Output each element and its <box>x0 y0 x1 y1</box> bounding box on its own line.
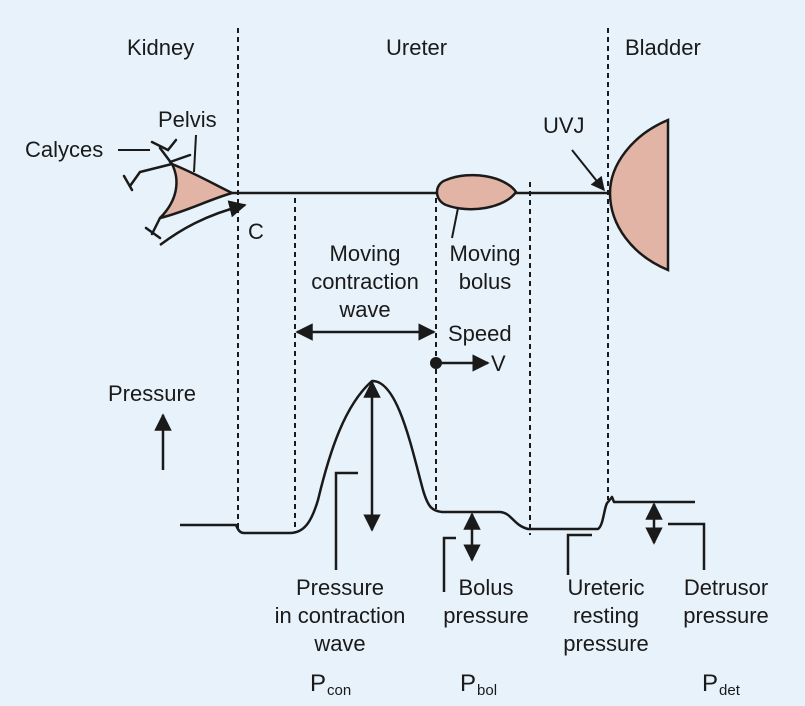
contraction-pressure-line1: Pressure <box>295 575 385 600</box>
bolus-pressure-label: Bolus pressure <box>432 574 540 630</box>
p-con-subscript: con <box>327 682 352 699</box>
region-ureter-label: Ureter <box>386 35 448 60</box>
uvj-leader <box>571 149 605 192</box>
c-label: C <box>248 219 264 244</box>
resting-pressure-line1: Ureteric <box>567 575 645 600</box>
pelvis-label: Pelvis <box>158 107 217 132</box>
calyces-branches <box>122 138 192 240</box>
bolus-shape <box>435 173 518 211</box>
resting-pressure-leader <box>566 533 592 575</box>
detrusor-pressure-leader <box>668 522 706 570</box>
speed-label: Speed <box>448 321 512 346</box>
contraction-pressure-label: Pressure in contraction wave <box>260 574 420 658</box>
moving-bolus-leader <box>451 207 459 239</box>
bolus-label-line1: Moving <box>449 241 521 266</box>
contraction-label-line3: wave <box>339 297 391 322</box>
p-bol-subscript: bol <box>477 682 498 699</box>
p-det-subscript: det <box>719 682 740 699</box>
contraction-label-line1: Moving <box>329 241 401 266</box>
region-kidney-label: Kidney <box>127 35 195 60</box>
p-con-base: P <box>310 670 327 697</box>
pressure-axis-label: Pressure <box>108 381 197 406</box>
pressure-trace <box>180 379 695 535</box>
region-bladder-label: Bladder <box>625 35 701 60</box>
uvj-label: UVJ <box>543 113 585 138</box>
detrusor-pressure-line1: Detrusor <box>683 575 769 600</box>
pelvis-leader <box>193 134 197 173</box>
speed-symbol: V <box>491 351 506 376</box>
moving-bolus-label: Moving bolus <box>440 240 530 296</box>
resting-pressure-line3: pressure <box>563 631 649 656</box>
p-det-base: P <box>702 670 719 697</box>
resting-pressure-line2: resting <box>572 603 640 628</box>
p-con-symbol: Pcon <box>310 670 351 705</box>
detrusor-pressure-label: Detrusor pressure <box>672 574 780 630</box>
resting-pressure-label: Ureteric resting pressure <box>548 574 664 658</box>
contraction-label-line2: contraction <box>311 269 419 294</box>
bolus-pressure-leader <box>442 536 456 592</box>
contraction-pressure-leader <box>334 471 358 570</box>
pelvis-curved-arrow <box>159 200 247 247</box>
calyces-label: Calyces <box>25 137 104 162</box>
renal-pelvis-shape <box>158 162 234 220</box>
moving-contraction-wave-label: Moving contraction wave <box>300 240 430 324</box>
contraction-pressure-line3: wave <box>314 631 366 656</box>
p-bol-symbol: Pbol <box>460 670 497 705</box>
bladder-shape <box>608 118 670 272</box>
bolus-pressure-line1: Bolus <box>458 575 514 600</box>
bolus-label-line2: bolus <box>458 269 512 294</box>
p-bol-base: P <box>460 670 477 697</box>
p-det-symbol: Pdet <box>702 670 740 705</box>
detrusor-pressure-line2: pressure <box>683 603 769 628</box>
bolus-pressure-line2: pressure <box>443 603 529 628</box>
contraction-pressure-line2: in contraction <box>274 603 406 628</box>
